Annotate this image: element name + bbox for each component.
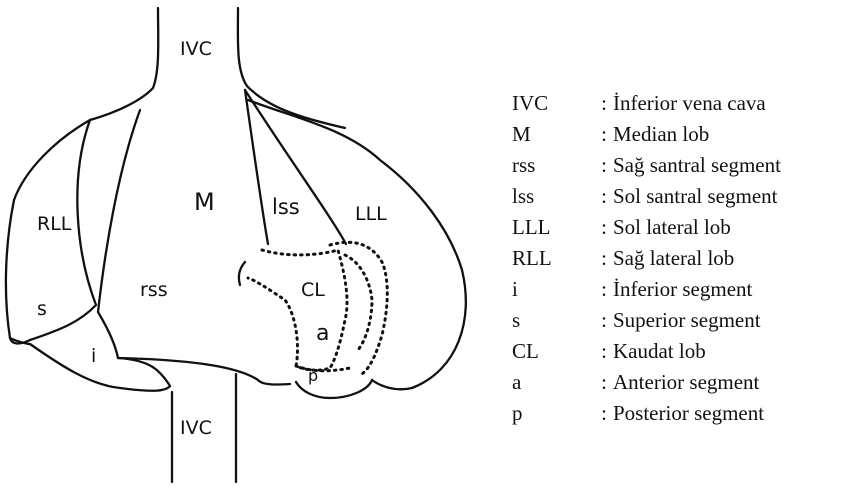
legend-desc: Median lob [607, 119, 709, 150]
legend-row-m: M:Median lob [512, 119, 781, 150]
label-median: M [194, 188, 215, 216]
legend-row-rss: rss:Sağ santral segment [512, 150, 781, 181]
label-ivc-top: IVC [180, 38, 212, 60]
caudate-outer-dotted [330, 242, 387, 374]
right-fissure [98, 110, 140, 358]
legend-abbr: i [512, 277, 518, 301]
inferior-segment-outline [10, 338, 170, 391]
legend-desc: Posterior segment [607, 398, 764, 429]
legend-abbr: p [512, 401, 523, 425]
label-a: a [316, 321, 329, 346]
caudate-left-edge [239, 262, 245, 285]
legend-desc: İnferior vena cava [607, 88, 766, 119]
legend-row-rll: RLL:Sağ lateral lob [512, 243, 781, 274]
label-i: i [91, 345, 96, 367]
legend-abbr: rss [512, 153, 535, 177]
legend-desc: Kaudat lob [607, 336, 706, 367]
legend-abbr: IVC [512, 91, 548, 115]
legend-desc: Sol lateral lob [607, 212, 731, 243]
legend-row-p: p:Posterior segment [512, 398, 781, 429]
ivc-upper-left-wall [90, 8, 158, 120]
label-rss: rss [140, 279, 168, 301]
legend-row-lss: lss:Sol santral segment [512, 181, 781, 212]
median-lss-fissure [245, 90, 268, 244]
ivc-upper-right-wall [238, 8, 345, 128]
legend-abbr: M [512, 122, 531, 146]
label-ivc-bottom: IVC [180, 417, 212, 439]
legend-desc: Anterior segment [607, 367, 759, 398]
label-lll: LLL [355, 203, 387, 225]
label-p: p [308, 366, 318, 385]
legend-desc: Superior segment [607, 305, 761, 336]
label-s: s [37, 298, 47, 320]
legend-abbr: lss [512, 184, 534, 208]
legend-abbr: CL [512, 339, 539, 363]
legend-desc: Sağ santral segment [607, 150, 781, 181]
caudate-inner-dotted [345, 255, 372, 350]
label-lss: lss [272, 195, 300, 219]
legend-row-lll: LLL:Sol lateral lob [512, 212, 781, 243]
legend-abbr: s [512, 308, 520, 332]
legend-desc: İnferior segment [607, 274, 752, 305]
legend-row-cl: CL:Kaudat lob [512, 336, 781, 367]
legend-row-s: s:Superior segment [512, 305, 781, 336]
legend-abbr: LLL [512, 215, 550, 239]
label-cl: CL [301, 279, 325, 301]
legend-abbr: RLL [512, 246, 552, 270]
lss-left-border [245, 90, 346, 244]
legend-desc: Sağ lateral lob [607, 243, 734, 274]
legend-row-i: i:İnferior segment [512, 274, 781, 305]
posterior-dotted [296, 366, 350, 371]
caudate-dotted-boundary [248, 250, 347, 370]
legend-desc: Sol santral segment [607, 181, 777, 212]
legend-abbr: a [512, 370, 521, 394]
label-rll: RLL [37, 213, 72, 235]
legend-row-ivc: IVC:İnferior vena cava [512, 88, 781, 119]
legend: IVC:İnferior vena cava M:Median lob rss:… [512, 88, 781, 429]
legend-row-a: a:Anterior segment [512, 367, 781, 398]
